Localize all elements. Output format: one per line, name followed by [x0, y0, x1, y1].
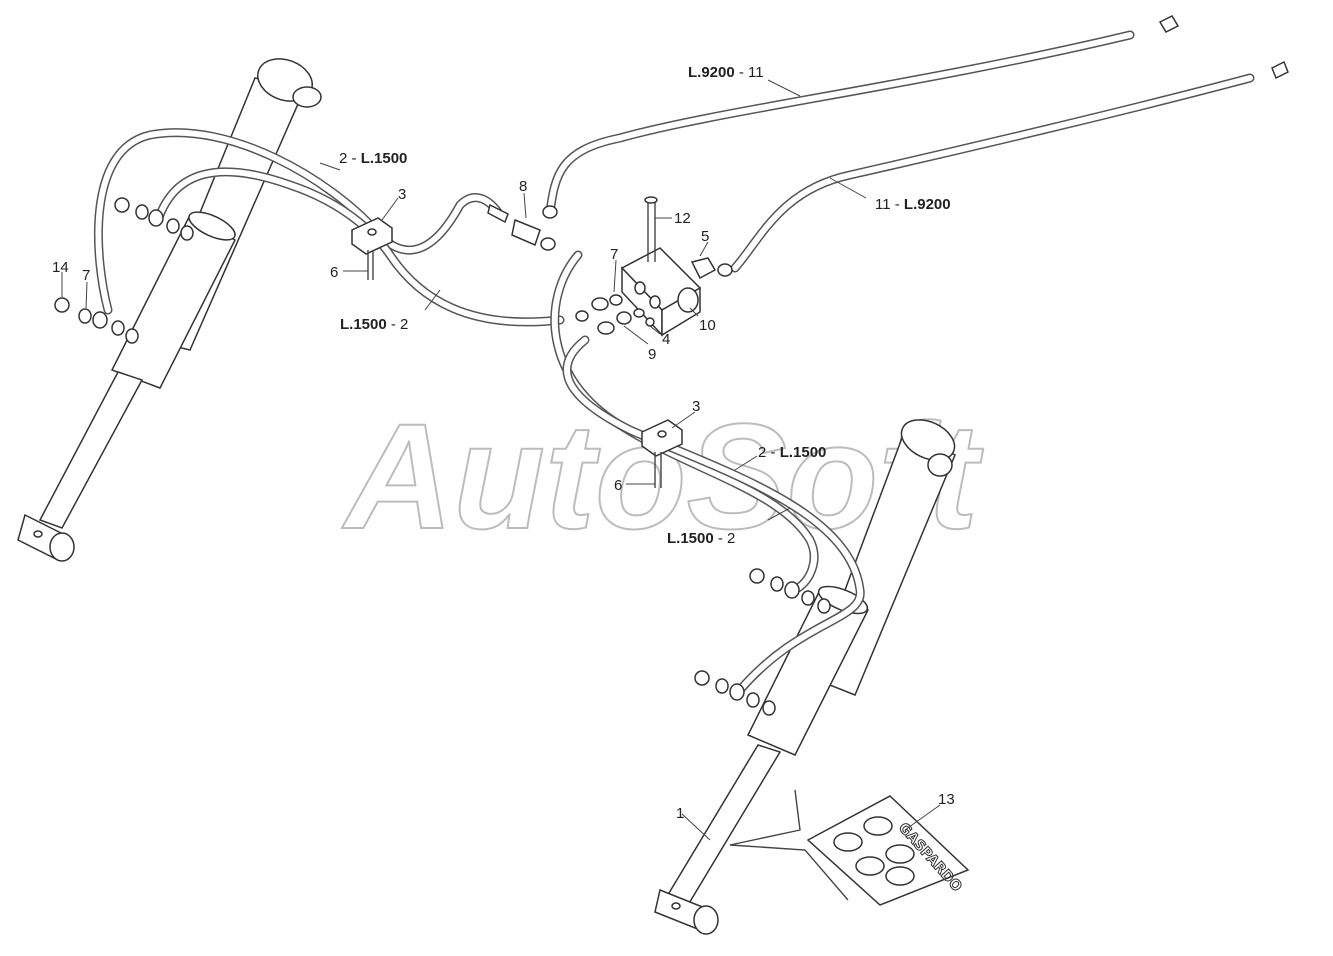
- left-hydraulic-cylinder: [17, 58, 322, 562]
- label-hose-2-mid-right: 2 - L.1500: [758, 444, 826, 461]
- right-hydraulic-cylinder: [654, 419, 956, 935]
- label-hose-2-low-right: L.1500 - 2: [667, 530, 735, 547]
- part-labels: 2 - L.1500 L.1500 - 2 L.9200 - 11 11 - L…: [52, 64, 955, 822]
- label-part-3-upper: 3: [398, 186, 406, 203]
- fittings: [54, 15, 1289, 716]
- hose-clamp-lower: [641, 419, 683, 488]
- label-part-13: 13: [938, 791, 955, 808]
- label-part-6-upper: 6: [330, 264, 338, 281]
- label-part-9: 9: [648, 346, 656, 363]
- seal-kit-bag: GASPARDO: [729, 789, 970, 906]
- label-hose-11-top: L.9200 - 11: [688, 64, 764, 81]
- label-part-14: 14: [52, 259, 69, 276]
- label-hose-11-right: 11 - L.9200: [875, 196, 951, 213]
- label-part-5: 5: [701, 228, 709, 245]
- label-part-3-lower: 3: [692, 398, 700, 415]
- label-part-4: 4: [662, 331, 670, 348]
- label-part-7-center: 7: [610, 246, 618, 263]
- label-part-10: 10: [699, 317, 716, 334]
- leader-lines: [61, 79, 941, 841]
- label-part-8: 8: [519, 178, 527, 195]
- hose-clamp-upper: [351, 217, 393, 280]
- label-part-1: 1: [676, 805, 684, 822]
- hose-lines: [93, 30, 1255, 695]
- label-part-12: 12: [674, 210, 691, 227]
- label-hose-2-top-left: 2 - L.1500: [339, 150, 407, 167]
- label-part-6-lower: 6: [614, 477, 622, 494]
- label-part-7-left: 7: [82, 267, 90, 284]
- label-hose-2-mid-left: L.1500 - 2: [340, 316, 408, 333]
